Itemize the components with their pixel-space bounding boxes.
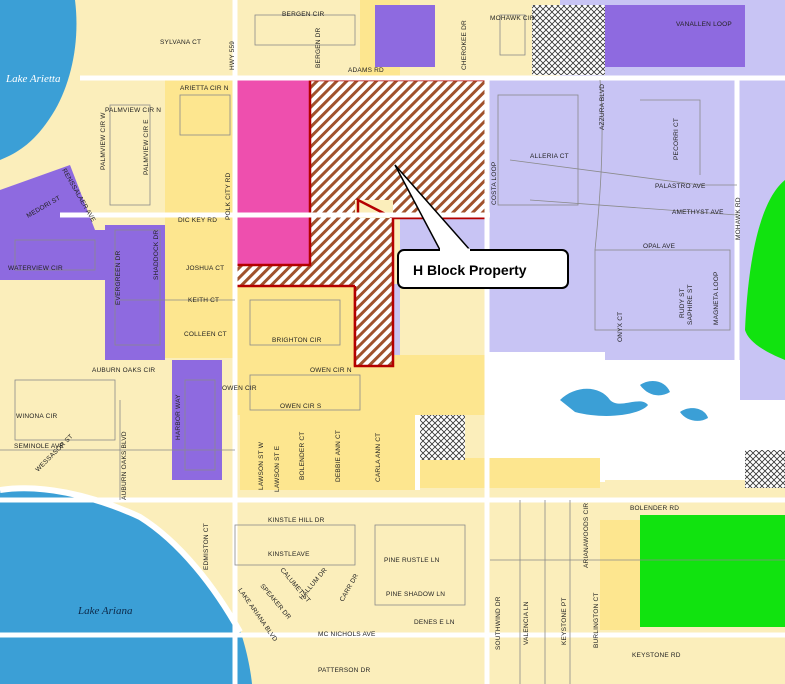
street-label: EVERGREEN DR: [115, 250, 122, 305]
street-label: WATERVIEW CIR: [8, 265, 63, 272]
street-label: PINE SHADOW LN: [386, 591, 445, 598]
street-label: KEITH CT: [188, 297, 219, 304]
street-label: PALMVIEW CIR W: [100, 112, 107, 170]
street-label: PALMVIEW CIR N: [105, 107, 161, 114]
street-label: OWEN CIR N: [310, 367, 352, 374]
callout-label: H Block Property: [413, 262, 527, 278]
street-label: OWEN CIR S: [280, 403, 322, 410]
street-label: PECORRI CT: [673, 118, 680, 160]
street-label: PALMVIEW CIR E: [143, 119, 150, 175]
green-zone-south: [640, 515, 785, 627]
street-label: SYLVANA CT: [160, 39, 201, 46]
street-label: COLLEEN CT: [184, 331, 227, 338]
street-label: PINE RUSTLE LN: [384, 557, 440, 564]
purple-zone-vanallen: [605, 5, 745, 67]
street-label: MOHAWK RD: [735, 197, 742, 240]
h-block-property: [235, 80, 487, 365]
street-label: CARLA ANN CT: [375, 433, 382, 482]
h-block-property-leg-outline: [353, 218, 395, 368]
street-label: BOLENDER RD: [630, 505, 679, 512]
street-label: AMETHYST AVE: [672, 209, 724, 216]
street-label: ONYX CT: [617, 312, 624, 342]
street-label: RUDY ST: [679, 288, 686, 318]
street-lines: [0, 14, 785, 684]
street-label: SHADDOCK DR: [153, 230, 160, 280]
shore-road: [0, 485, 243, 634]
street-label: HWY 559: [229, 41, 236, 70]
street-label: DIC KEY RD: [178, 217, 217, 224]
commercial-zone-g: [600, 520, 640, 630]
street-label: ALLERIA CT: [530, 153, 569, 160]
street-label: ADAMS RD: [348, 67, 384, 74]
street-label: OPAL AVE: [643, 243, 676, 250]
commercial-zone-e: [240, 415, 415, 490]
street-label: BRIGHTON CIR: [272, 337, 322, 344]
lake-label: Lake Ariana: [77, 605, 133, 617]
property-callout: H Block Property: [394, 164, 569, 289]
street-label: MC NICHOLS AVE: [318, 631, 376, 638]
ponds: [560, 380, 708, 421]
crosshatch-zone-1: [532, 5, 605, 75]
commercial-zone-f: [420, 458, 600, 488]
street-label: VANALLEN LOOP: [676, 21, 732, 28]
street-label: BERGEN CIR: [282, 11, 325, 18]
commercial-zone-a: [165, 78, 235, 238]
purple-zone-waterview: [0, 230, 105, 280]
street-label: ARIETTA CIR N: [180, 85, 229, 92]
crosshatch-zone-2: [420, 415, 465, 460]
street-label: KINSTLEAVE: [268, 551, 310, 558]
magenta-parcel: [235, 80, 310, 265]
lake-arietta: [0, 0, 77, 160]
street-label: COSTA LOOP: [491, 162, 498, 205]
street-label: OWEN CIR: [222, 385, 257, 392]
street-label: KEYSTONE PT: [561, 597, 568, 645]
street-label: KEYSTONE RD: [632, 652, 681, 659]
h-block-property-leg: [355, 218, 393, 366]
street-label: PALASTRO AVE: [655, 183, 706, 190]
street-label: AUBURN OAKS CIR: [92, 367, 155, 374]
open-land-2: [600, 360, 740, 480]
crosshatch-zone-3: [745, 450, 785, 488]
street-label: SOUTHWIND DR: [495, 596, 502, 650]
street-label: BURLINGTON CT: [593, 592, 600, 648]
street-label: HARBOR WAY: [175, 394, 182, 440]
street-label: SAPHIRE ST: [687, 284, 694, 325]
street-label: BERGEN DR: [315, 27, 322, 68]
street-label: EDMISTON CT: [203, 523, 210, 570]
street-label: LAWSON ST W: [258, 441, 265, 490]
street-label: DENES E LN: [414, 619, 455, 626]
street-label: PATTERSON DR: [318, 667, 370, 674]
street-label: VALENCIA LN: [523, 601, 530, 645]
street-label: MAGNETA LOOP: [713, 271, 720, 325]
street-label: AUBURN OAKS BLVD: [121, 431, 128, 500]
street-label: CHEROKEE DR: [461, 20, 468, 70]
street-label: DEBBIE ANN CT: [335, 430, 342, 482]
lake-label: Lake Arietta: [5, 73, 61, 85]
street-label: MOHAWK CIR: [490, 15, 535, 22]
street-label: LAWSON ST E: [274, 445, 281, 492]
street-label: WINONA CIR: [16, 413, 57, 420]
street-label: BOLENDER CT: [299, 432, 306, 480]
street-label: POLK CITY RD: [225, 172, 232, 220]
street-label: ARIANAWOODS CIR: [583, 503, 590, 568]
street-label: KINSTLE HILL DR: [268, 517, 325, 524]
purple-zone-mohawk: [375, 5, 435, 67]
green-zone-east: [745, 180, 785, 360]
street-label: SEMINOLE AVE: [14, 443, 64, 450]
street-label: JOSHUA CT: [186, 265, 224, 272]
street-label: AZZURA BLVD: [599, 84, 606, 130]
